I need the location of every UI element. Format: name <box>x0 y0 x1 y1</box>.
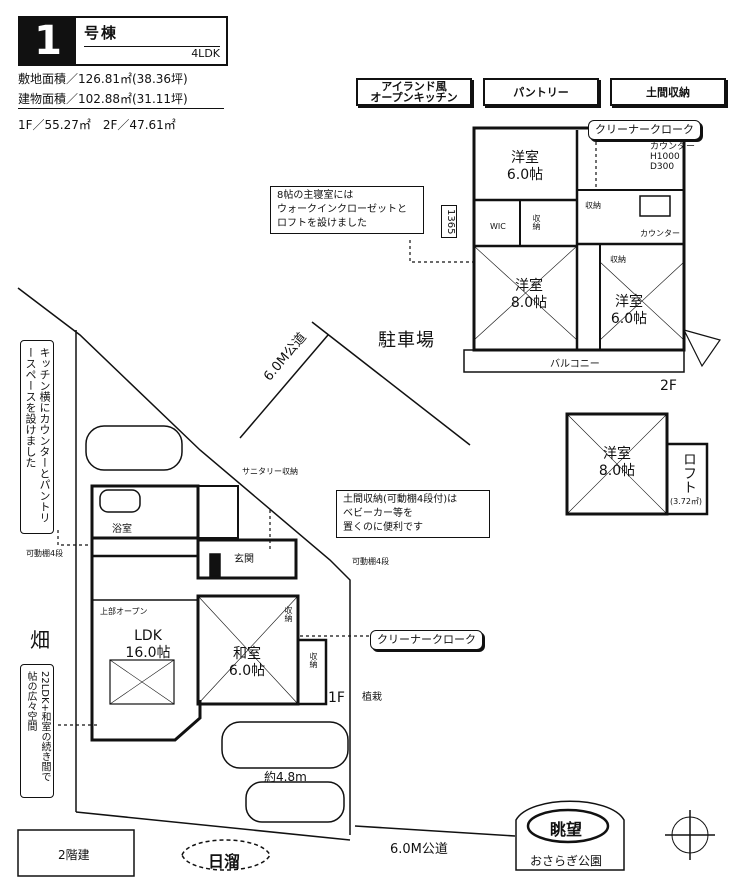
field-label: 畑 <box>30 628 50 652</box>
callout-kitchen-pantry: キッチン横にカウンターとパントリースペースを設けました <box>20 340 54 534</box>
entrance-label: 玄関 <box>234 554 254 565</box>
room-size: 6.0帖 <box>610 311 648 327</box>
shelf-left: 可動棚4段 <box>26 549 64 558</box>
callout-master-bedroom: 8帖の主寝室には ウォークインクローゼットと ロフトを設けました <box>270 186 424 234</box>
tag-pantry: パントリー <box>483 78 599 106</box>
floor2-room-3: 洋室 6.0帖 <box>604 294 654 328</box>
kitchen-label: 上部オープン <box>100 607 148 616</box>
storage-1f-2: 収納 <box>309 652 318 668</box>
balcony <box>463 349 685 373</box>
tag-island-kitchen: アイランド風 オープンキッチン <box>356 78 472 106</box>
parking-boundary <box>311 321 471 446</box>
room-name: 洋室 <box>511 150 539 166</box>
site-area: 敷地面積／126.81㎡(38.36坪) <box>18 72 188 86</box>
dimension-1365: 1365 <box>441 205 457 239</box>
storage-2f-3: 収納 <box>610 255 626 264</box>
road-bottom-label: 6.0M公道 <box>390 842 448 857</box>
building-area: 建物面積／102.88㎡(31.11坪) <box>18 92 188 106</box>
loft-room-label: 洋室 8.0帖 <box>592 446 642 480</box>
header-divider <box>84 46 220 47</box>
parking-label: 駐車場 <box>378 330 435 351</box>
storage-1f-1: 収納 <box>284 606 293 622</box>
callout-cleaner-cloak-1f: クリーナークローク <box>370 630 483 650</box>
ldk-name: LDK <box>134 628 162 644</box>
car-middle <box>221 721 349 769</box>
bath-label: 浴室 <box>112 524 132 535</box>
room-name: 洋室 <box>615 294 643 310</box>
ldk-size: 16.0帖 <box>125 645 171 661</box>
loft-label: ロフト <box>681 452 697 494</box>
counter-spec: カウンター H1000 D300 <box>650 142 696 172</box>
room-name: 洋室 <box>603 446 631 462</box>
building-number: 1 <box>20 18 76 64</box>
building-label: 号棟 <box>84 24 119 42</box>
floor2-label: 2F <box>660 378 677 394</box>
neighbor-label: 2階建 <box>58 848 90 862</box>
sun-label: 日溜 <box>208 852 241 871</box>
car-bottom <box>245 781 345 823</box>
storage-2f-1: 収納 <box>532 214 541 230</box>
room-name: 洋室 <box>515 278 543 294</box>
room-size: 8.0帖 <box>510 295 548 311</box>
floor1-outline-left <box>90 486 202 742</box>
callout-cleaner-cloak-2f: クリーナークローク <box>588 120 701 140</box>
washitsu-name: 和室 <box>233 646 261 662</box>
storage-2f-2: 収納 <box>585 201 601 210</box>
view-label: 眺望 <box>550 820 583 839</box>
ldk-label: LDK 16.0帖 <box>118 628 178 662</box>
park-label: おさらぎ公園 <box>530 854 603 868</box>
washitsu-label: 和室 6.0帖 <box>222 646 272 680</box>
floor-areas: 1F／55.27㎡ 2F／47.61㎡ <box>18 118 176 132</box>
car-top <box>85 425 183 471</box>
wic-label: WIC <box>490 222 506 231</box>
plan-type: 4LDK <box>191 47 220 60</box>
loft-space <box>665 442 709 516</box>
counter-label: カウンター <box>640 229 680 238</box>
balcony-label: バルコニー <box>550 359 600 370</box>
room-size: 8.0帖 <box>598 463 636 479</box>
park-view <box>515 800 625 871</box>
tree-label: 植栽 <box>362 692 382 703</box>
room-size: 6.0帖 <box>506 167 544 183</box>
tag-doma-storage: 土間収納 <box>610 78 726 106</box>
floor2-room-2: 洋室 8.0帖 <box>504 278 554 312</box>
road-arrow-top <box>239 334 329 439</box>
neighbor-house <box>17 829 135 877</box>
floor1-label: 1F <box>328 690 345 706</box>
loft-area: (3.72㎡) <box>670 497 703 506</box>
site-boundary-left <box>17 287 351 835</box>
road-arrow-bottom <box>354 825 516 837</box>
width-label: 約4.8m <box>264 770 307 784</box>
washitsu-size: 6.0帖 <box>228 663 266 679</box>
shelf-right: 可動棚4段 <box>352 557 390 566</box>
floor2-room-1: 洋室 6.0帖 <box>500 150 550 184</box>
sanitary-label: サニタリー収納 <box>242 467 298 476</box>
header-box: 1 号棟 4LDK <box>18 16 228 66</box>
callout-ldk-note: 22LDK+和室の続き間で帖の広々空間 <box>20 664 54 798</box>
callout-doma-storage: 土間収納(可動棚4段付)は ベビーカー等を 置くのに便利です <box>336 490 490 538</box>
spec-divider <box>18 108 224 109</box>
